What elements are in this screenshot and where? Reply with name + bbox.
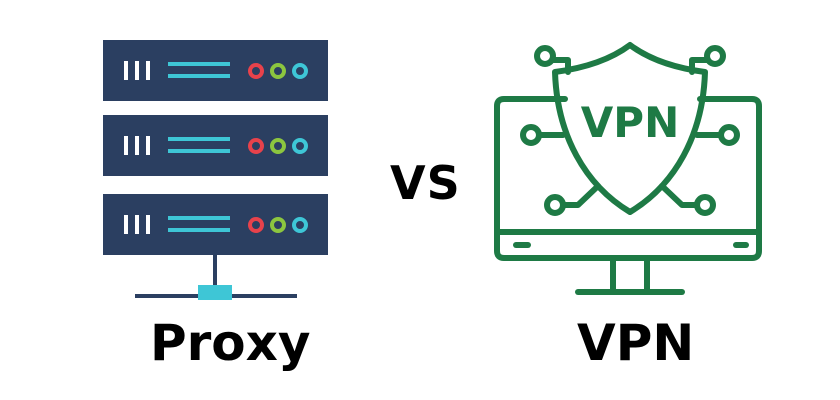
server-unit-middle [103, 115, 328, 176]
vpn-shield-text: VPN [581, 98, 679, 147]
network-connector [135, 255, 297, 300]
vpn-label: VPN [577, 314, 695, 372]
vs-label: VS [390, 156, 461, 210]
circuit-lines [520, 45, 740, 216]
monitor-icon [494, 96, 762, 295]
proxy-server-stack-icon [103, 40, 328, 300]
server-unit-bottom [103, 194, 328, 255]
vpn-monitor-shield-icon: VPN [494, 42, 762, 295]
server-unit-top [103, 40, 328, 101]
proxy-label: Proxy [150, 314, 311, 372]
